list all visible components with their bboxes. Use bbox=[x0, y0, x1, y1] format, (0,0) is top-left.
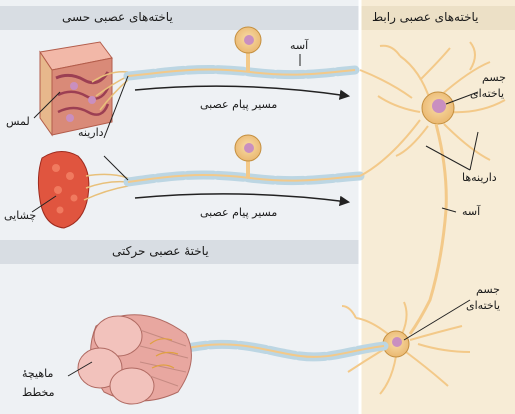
sensory-header: یاخته‌های عصبی حسی bbox=[62, 11, 173, 24]
touch-label: لمس bbox=[6, 116, 30, 128]
dendrites-label: دارینه‌ها bbox=[462, 172, 497, 184]
pathway-label-bottom: مسیر پیام عصبی bbox=[200, 207, 277, 219]
taste-label: چشایی bbox=[4, 210, 36, 222]
muscle-label-line1: ماهیچهٔ bbox=[22, 368, 53, 380]
muscle-label-line2: مخطط bbox=[22, 387, 54, 399]
cell-body-bottom-line2: یاخته‌ای bbox=[466, 300, 500, 312]
axon-label-top: آسه bbox=[290, 40, 308, 52]
axon-label-right: آسه bbox=[462, 206, 480, 218]
interneuron-header: یاخته‌های عصبی رابط bbox=[372, 11, 479, 24]
cell-body-top-line1: جسم bbox=[482, 72, 506, 84]
sensory-header-bar bbox=[0, 6, 360, 30]
dendrite-label: دارینه bbox=[78, 127, 104, 139]
motor-header: یاختهٔ عصبی حرکتی bbox=[112, 245, 209, 258]
cell-body-bottom-line1: جسم bbox=[476, 284, 500, 296]
cell-body-top-line2: یاخته‌ای bbox=[470, 88, 504, 100]
pathway-label-top: مسیر پیام عصبی bbox=[200, 99, 277, 111]
